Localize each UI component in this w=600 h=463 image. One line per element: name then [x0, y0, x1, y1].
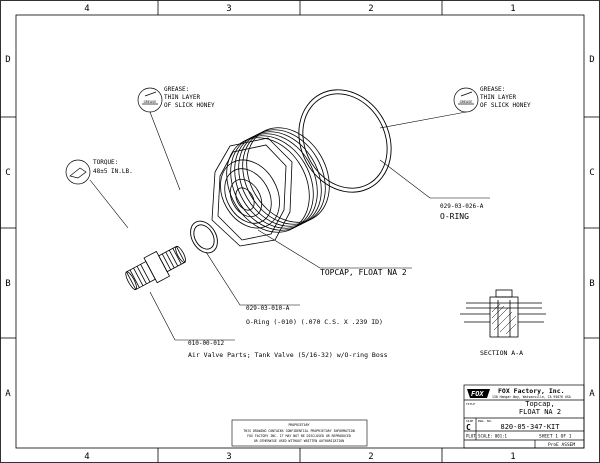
- row-label-a-right: A: [589, 389, 595, 399]
- title-caption: TITLE: [466, 402, 475, 406]
- wrench-icon: [69, 167, 87, 179]
- grease-right-line1: GREASE:: [480, 86, 505, 93]
- col-label-1-bottom: 1: [510, 452, 515, 462]
- grease-right-line2: THIN LAYER: [480, 94, 517, 101]
- col-label-4: 4: [84, 4, 89, 14]
- row-label-b: B: [5, 279, 10, 289]
- title-line2: FLOAT NA 2: [519, 408, 561, 416]
- air-valve-drawing: [125, 245, 186, 291]
- oring-small-part-no: 029-03-010-A: [246, 305, 290, 312]
- oring-small-desc: O-Ring (-010) (.070 C.S. X .239 ID): [246, 318, 383, 326]
- col-label-3: 3: [226, 4, 231, 14]
- plot-scale: PLOT SCALE: 001:1: [466, 434, 508, 439]
- grease-left-line3: OF SLICK HONEY: [164, 102, 215, 109]
- sheet-number: SHEET 1 OF 1: [539, 434, 572, 440]
- row-label-c: C: [5, 168, 10, 178]
- valve-part-no: 010-00-012: [188, 340, 225, 347]
- row-label-b-right: B: [589, 279, 594, 289]
- drawing-number: 820-05-347-KIT: [500, 423, 560, 431]
- col-label-4-bottom: 4: [84, 452, 89, 462]
- section-aa-drawing: [460, 289, 546, 338]
- topcap-drawing: [211, 127, 330, 247]
- company-address: 130 Hangar Way, Watsonville, CA 95076 US…: [492, 395, 571, 399]
- dwg-caption: DWG. NO.: [478, 419, 493, 423]
- grease-left-line1: GREASE:: [164, 86, 189, 93]
- size-value: C: [466, 423, 471, 432]
- grease-right-line3: OF SLICK HONEY: [480, 102, 531, 109]
- topcap-desc: TOPCAP, FLOAT NA 2: [320, 268, 407, 277]
- torque-badge: [65, 159, 91, 185]
- row-label-d: D: [5, 55, 10, 65]
- col-label-2: 2: [368, 4, 373, 14]
- proprietary-line1: THIS DRAWING CONTAINS CONFIDENTIAL PROPR…: [243, 429, 354, 433]
- svg-text:FOX: FOX: [471, 390, 484, 398]
- col-label-1: 1: [510, 4, 515, 14]
- title-block: [463, 384, 585, 449]
- row-label-a: A: [5, 389, 11, 399]
- proprietary-box: [231, 419, 368, 447]
- section-hatching: [491, 303, 517, 335]
- grease-badge-text-left: GREASE: [144, 100, 157, 104]
- inner-border: [15, 14, 585, 449]
- company-name: FOX Factory, Inc.: [498, 387, 565, 395]
- proprietary-heading: PROPRIETARY: [288, 423, 309, 427]
- leader-lines: [89, 111, 490, 341]
- col-label-3-bottom: 3: [226, 452, 231, 462]
- fox-logo: FOX: [467, 389, 490, 398]
- title-line1: Topcap,: [525, 400, 555, 408]
- torque-line1: TORQUE:: [93, 159, 118, 166]
- oring-large-part-no: 029-03-026-A: [440, 203, 484, 210]
- grease-badge-text-right: GREASE: [460, 100, 473, 104]
- valve-desc: Air Valve Parts; Tank Valve (5/16-32) w/…: [188, 351, 388, 359]
- proprietary-line2: FOX FACTORY INC. IT MAY NOT BE DISCLOSED…: [247, 434, 351, 438]
- proe-label: ProE ASSEM: [548, 442, 575, 448]
- grease-badge-left: [137, 87, 163, 113]
- row-label-d-right: D: [589, 55, 594, 65]
- torque-line2: 48±5 IN.LB.: [93, 168, 133, 175]
- large-oring-drawing: [298, 89, 392, 193]
- grease-left-line2: THIN LAYER: [164, 94, 201, 101]
- proprietary-line3: OR OTHERWISE USED WITHOUT WRITTEN AUTHOR…: [254, 439, 344, 443]
- size-caption: SIZE: [466, 419, 473, 423]
- oring-large-desc: O-RING: [440, 212, 469, 221]
- row-label-c-right: C: [589, 168, 594, 178]
- col-label-2-bottom: 2: [368, 452, 373, 462]
- small-oring-drawing: [190, 220, 218, 254]
- grease-badge-right: [453, 87, 479, 113]
- section-label: SECTION A-A: [480, 349, 523, 357]
